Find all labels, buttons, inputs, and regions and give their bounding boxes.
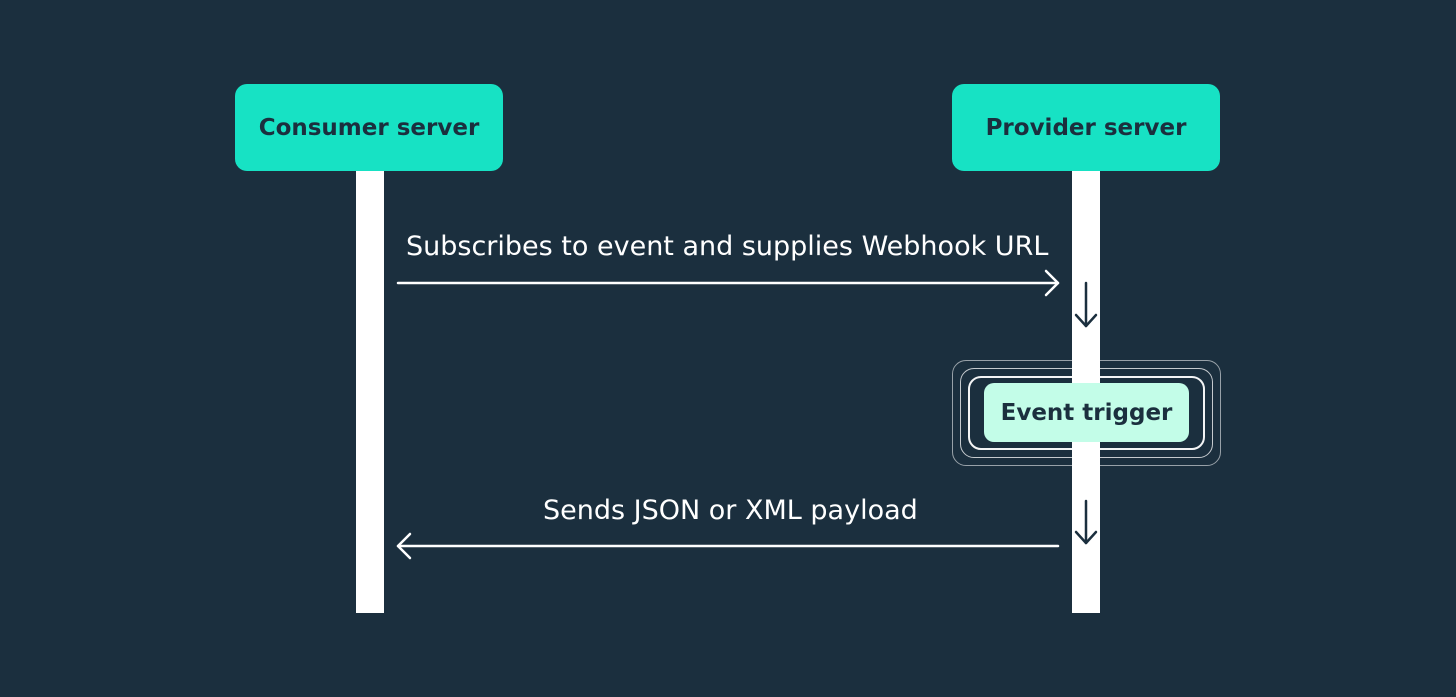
consumer-lifeline xyxy=(356,170,384,613)
event-trigger-label: Event trigger xyxy=(1000,399,1173,426)
event-ring-inner xyxy=(968,376,1205,450)
subscribe-message-label: Subscribes to event and supplies Webhook… xyxy=(406,231,1049,262)
consumer-server-label: Consumer server xyxy=(258,114,480,141)
event-ring-middle xyxy=(960,368,1213,458)
provider-server-box: Provider server xyxy=(952,84,1220,171)
msg1-arrow xyxy=(396,269,1060,297)
event-ring-outer xyxy=(952,360,1221,466)
msg2-arrow xyxy=(396,532,1060,560)
event-trigger-box: Event trigger xyxy=(984,383,1189,442)
down-arrow-icon xyxy=(1074,499,1098,545)
payload-message-label: Sends JSON or XML payload xyxy=(543,495,918,526)
down-arrow-icon xyxy=(1074,281,1098,328)
consumer-server-box: Consumer server xyxy=(235,84,503,171)
provider-server-label: Provider server xyxy=(985,114,1187,141)
